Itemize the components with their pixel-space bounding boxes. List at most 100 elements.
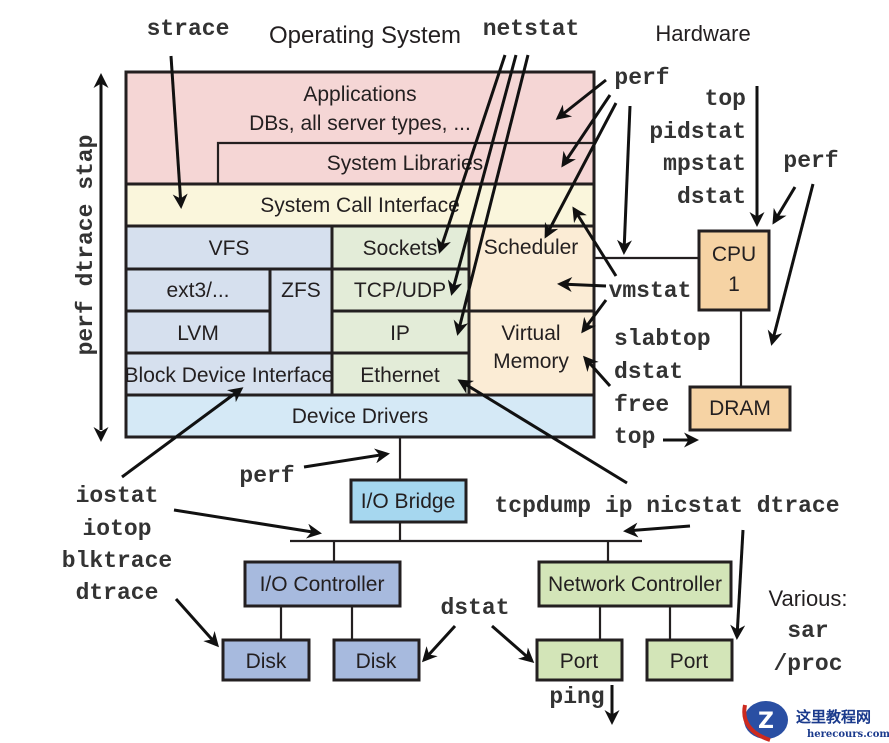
sockets-label: Sockets [363, 237, 438, 260]
lvm-label: LVM [177, 322, 219, 345]
tool-perf-cpu: perf [783, 148, 838, 174]
tool-labels: strace netstat perf top pidstat mpstat d… [62, 16, 848, 710]
port-1-box [535, 638, 624, 682]
strace-arrow [169, 55, 188, 209]
cpu-box [697, 229, 771, 312]
tool-pidstat: pidstat [649, 119, 746, 145]
cpu-number-label: 1 [728, 273, 740, 296]
ext3-label: ext3/... [166, 279, 229, 302]
tool-perf-dtrace-stap: perf dtrace stap [73, 135, 99, 356]
io-controller-label: I/O Controller [260, 573, 385, 596]
tool-top: top [705, 86, 746, 112]
dtrace-disk-arrow [174, 598, 219, 648]
vmstat-arrow-scheduler [557, 277, 607, 293]
tool-netstat: netstat [483, 16, 580, 42]
system-libraries-border [216, 141, 594, 184]
watermark-logo-letter: Z [758, 709, 774, 734]
virtual-memory-label-2: Memory [493, 350, 569, 373]
ethernet-box [330, 351, 471, 397]
tool-iostat: iostat [76, 483, 159, 509]
tool-strace: strace [147, 16, 230, 42]
net-tools-bus-arrow [623, 522, 691, 538]
scheduler-box [467, 224, 596, 313]
virtual-memory-label-1: Virtual [501, 322, 560, 345]
tool-blktrace: blktrace [62, 548, 172, 574]
various-label: Various: [768, 586, 847, 611]
scheduler-label: Scheduler [484, 236, 579, 259]
virtual-memory-box [467, 309, 596, 397]
watermark-title: 这里教程网 [796, 708, 871, 726]
tool-vmstat: vmstat [609, 278, 692, 304]
io-controller-box [243, 560, 402, 608]
applications-sub-label: DBs, all server types, ... [249, 112, 471, 135]
tool-iotop: iotop [82, 516, 151, 542]
header-operating-system: Operating System [269, 22, 461, 49]
vmstat-arrow-vm [581, 299, 608, 334]
perf-arrow-scheduler [544, 102, 618, 239]
dstat-port-arrow [491, 624, 535, 663]
tool-slabtop: slabtop [614, 326, 711, 352]
watermark: Z 这里教程网 herecours.com [742, 701, 889, 742]
zfs-label: ZFS [281, 279, 321, 302]
tcp-udp-box [330, 267, 471, 313]
tcp-udp-label: TCP/UDP [354, 279, 446, 302]
tool-dtrace-io: dtrace [76, 580, 159, 606]
watermark-url: herecours.com [807, 729, 889, 740]
applications-label: Applications [303, 83, 416, 106]
disk-2-label: Disk [356, 650, 397, 673]
perf-arrow-libs [561, 94, 612, 168]
os-stack: Applications DBs, all server types, ... … [124, 70, 596, 439]
tool-perf-bridge: perf [239, 463, 294, 489]
tool-proc: /proc [773, 651, 842, 677]
syscall-interface-label: System Call Interface [260, 194, 460, 217]
tool-mpstat: mpstat [663, 151, 746, 177]
ip-label: IP [390, 322, 410, 345]
tool-dstat-mem: dstat [614, 359, 683, 385]
dram-label: DRAM [709, 397, 771, 420]
port-2-box [645, 638, 734, 682]
tool-dstat-disk: dstat [440, 595, 509, 621]
network-controller-label: Network Controller [548, 573, 722, 596]
port-1-label: Port [560, 650, 599, 673]
mem-tools-arrow [583, 355, 612, 387]
watermark-swoosh-icon [742, 704, 771, 742]
vfs-label: VFS [209, 237, 250, 260]
header-hardware: Hardware [655, 21, 750, 46]
dstat-disk-arrow [421, 624, 457, 663]
perf-bridge-arrow [303, 448, 390, 469]
syscall-interface-layer [124, 182, 596, 228]
netstat-arrow-tcp [447, 54, 518, 296]
network-controller-box [537, 560, 733, 608]
ethernet-label: Ethernet [360, 364, 440, 387]
perf-dram-arrow [767, 183, 815, 346]
tool-ping: ping [549, 684, 604, 710]
disk-2-box [332, 638, 421, 682]
vmstat-arrow-syscall [572, 206, 618, 277]
disk-1-box [221, 638, 311, 682]
tool-dstat-cpu: dstat [677, 184, 746, 210]
arrows [93, 54, 815, 725]
port-2-label: Port [670, 650, 709, 673]
tool-sar: sar [787, 618, 828, 644]
io-bridge-box [349, 478, 468, 524]
perf-cpu-arrow [772, 186, 797, 225]
block-device-label: Block Device Interface [125, 364, 334, 387]
perf-arrow-apps [555, 78, 607, 120]
tool-net-tools: tcpdump ip nicstat dtrace [494, 493, 839, 519]
tool-free: free [614, 392, 669, 418]
tool-perf-top: perf [614, 65, 669, 91]
netstat-arrow-ip [453, 54, 530, 336]
netstat-arrow-sockets [436, 54, 507, 254]
iostat-block-arrow [121, 387, 244, 479]
cpu-label: CPU [712, 243, 756, 266]
hardware: CPU 1 DRAM I/O Bridge I/O Controller Dis… [221, 229, 792, 682]
perf-arrow-down [616, 105, 632, 255]
io-bridge-label: I/O Bridge [361, 490, 456, 513]
lvm-box [124, 309, 272, 355]
tool-top-mem: top [614, 424, 655, 450]
device-drivers-label: Device Drivers [292, 405, 429, 428]
applications-layer [124, 70, 596, 186]
disk-1-label: Disk [246, 650, 287, 673]
net-tools-port-arrow [730, 529, 746, 640]
